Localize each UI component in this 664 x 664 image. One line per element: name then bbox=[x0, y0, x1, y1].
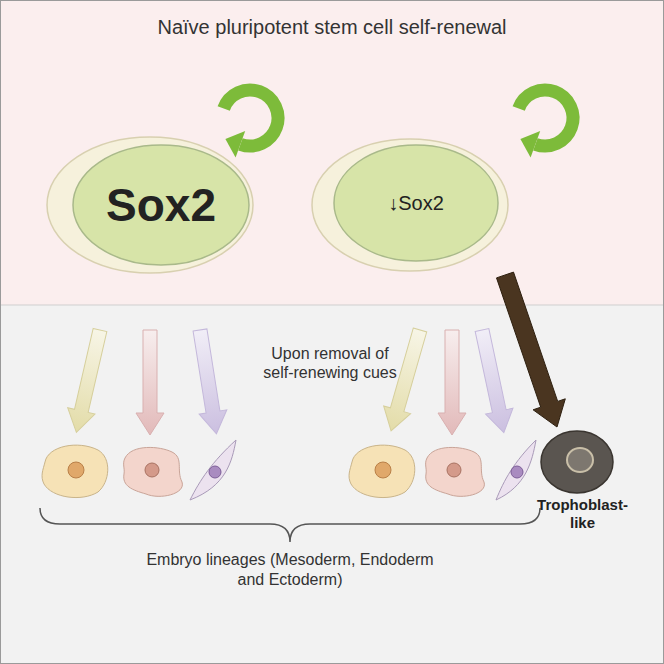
stem-cell-low-sox2: ↓Sox2 bbox=[310, 137, 510, 273]
top-panel bbox=[0, 0, 664, 305]
lineage-arrow bbox=[438, 330, 466, 435]
mesoderm-cell bbox=[124, 447, 183, 496]
mesoderm-cell bbox=[426, 447, 485, 496]
cell-label: Sox2 bbox=[67, 178, 255, 232]
bracket bbox=[40, 508, 540, 542]
ectoderm-cell bbox=[190, 440, 236, 500]
cell-label: Trophoblast-like bbox=[525, 496, 640, 532]
trophoblast-cell: Trophoblast-like bbox=[525, 428, 640, 536]
note: Upon removal of self-renewing cues bbox=[262, 344, 398, 382]
lineage-arrow bbox=[63, 327, 114, 436]
bracket-label: Embryo lineages (Mesoderm, Endoderm and … bbox=[140, 550, 440, 590]
bottom-panel bbox=[0, 305, 664, 664]
self-renewal-arrow bbox=[519, 90, 573, 158]
lineage-arrow bbox=[468, 327, 517, 436]
lineage-arrow bbox=[136, 330, 164, 435]
self-renewal-arrow bbox=[224, 90, 278, 158]
ectoderm-cell bbox=[496, 440, 536, 500]
cell-label: ↓Sox2 bbox=[322, 192, 510, 215]
endoderm-cell bbox=[349, 445, 415, 497]
lineage-arrow bbox=[186, 328, 230, 436]
stem-cell: Sox2 bbox=[45, 135, 255, 275]
endoderm-cell bbox=[42, 445, 108, 497]
differentiation-arrow bbox=[497, 272, 566, 427]
title: Naïve pluripotent stem cell self-renewal bbox=[20, 16, 644, 39]
